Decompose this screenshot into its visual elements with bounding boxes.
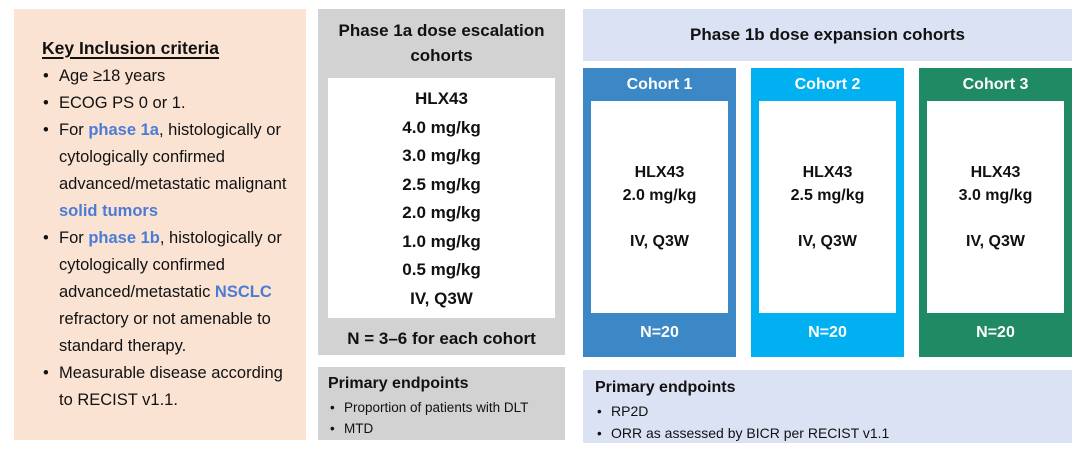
text-segment: For [59, 229, 89, 247]
cohort-2-route: IV, Q3W [798, 233, 857, 250]
endpoint-item: RP2D [595, 401, 1060, 423]
cohort-1-size: N=20 [640, 324, 679, 341]
highlighted-term: NSCLC [214, 283, 272, 301]
cohort-3-drug: HLX43 [970, 164, 1021, 181]
cohort-box-3: Cohort 3 HLX43 3.0 mg/kg IV, Q3W N=20 [919, 68, 1072, 357]
cohort-1-route: IV, Q3W [630, 233, 689, 250]
text-segment: ECOG PS 0 or 1. [59, 94, 186, 112]
cohort-3-size: N=20 [976, 324, 1015, 341]
dose-level: 2.5 mg/kg [402, 174, 481, 194]
cohort-3-label: Cohort 3 [962, 76, 1029, 93]
text-segment: refractory or not amenable to standard t… [59, 310, 271, 355]
cohort-3-route: IV, Q3W [966, 233, 1025, 250]
cohort-box-1: Cohort 1 HLX43 2.0 mg/kg IV, Q3W N=20 [583, 68, 736, 357]
phase1b-endpoints-list: RP2D ORR as assessed by BICR per RECIST … [595, 401, 1060, 444]
inclusion-criteria-panel: Key Inclusion criteria Age ≥18 years ECO… [14, 9, 306, 440]
dose-level: 0.5 mg/kg [402, 260, 481, 279]
cohort-3-dose: 3.0 mg/kg [958, 187, 1033, 204]
inclusion-bullet-ecog: ECOG PS 0 or 1. [42, 90, 294, 117]
dose-level: 1.0 mg/kg [402, 231, 481, 251]
phase1a-endpoints-title: Primary endpoints [328, 375, 469, 392]
cohort-2-label: Cohort 2 [794, 76, 861, 93]
cohort-1-body: HLX43 2.0 mg/kg IV, Q3W [591, 101, 728, 313]
cohort-1-drug: HLX43 [634, 164, 685, 181]
endpoint-item: MTD [328, 418, 557, 439]
phase1a-route: IV, Q3W [410, 288, 473, 308]
phase1a-endpoints-panel: Primary endpoints Proportion of patients… [318, 367, 565, 440]
cohort-2-dose: 2.5 mg/kg [790, 187, 865, 204]
phase1a-drug-name: HLX43 [415, 89, 468, 108]
text-segment: , histologically or cytologically confir… [59, 121, 287, 193]
text-segment: , histologically or cytologically confir… [59, 229, 282, 301]
dose-level: 3.0 mg/kg [402, 146, 481, 165]
inclusion-bullet-age: Age ≥18 years [42, 63, 294, 90]
cohort-1-label: Cohort 1 [626, 76, 693, 93]
phase1b-header: Phase 1b dose expansion cohorts [583, 9, 1072, 61]
highlighted-term: solid tumors [59, 202, 159, 220]
cohort-2-size: N=20 [808, 324, 847, 341]
phase1a-header: Phase 1a dose escalation cohorts [338, 21, 545, 65]
phase1b-endpoints-panel: Primary endpoints RP2D ORR as assessed b… [583, 370, 1072, 443]
highlighted-term: phase 1b [88, 229, 160, 247]
phase1a-cohort-size: N = 3–6 for each cohort [347, 329, 536, 348]
dose-level: 4.0 mg/kg [402, 117, 481, 137]
inclusion-list: Age ≥18 years ECOG PS 0 or 1. For phase … [42, 63, 294, 414]
text-segment: Measurable disease according to RECIST v… [59, 364, 283, 409]
cohort-box-2: Cohort 2 HLX43 2.5 mg/kg IV, Q3W N=20 [751, 68, 904, 357]
inclusion-bullet-measurable: Measurable disease according to RECIST v… [42, 360, 294, 414]
phase1b-endpoints-title: Primary endpoints [595, 379, 736, 396]
cohort-2-body: HLX43 2.5 mg/kg IV, Q3W [759, 101, 896, 313]
dose-level: 2.0 mg/kg [402, 203, 481, 222]
phase1a-dose-box: HLX43 4.0 mg/kg 3.0 mg/kg 2.5 mg/kg 2.0 … [328, 78, 555, 318]
cohort-1-dose: 2.0 mg/kg [622, 187, 697, 204]
spacer [591, 207, 728, 230]
text-segment: For [59, 121, 89, 139]
inclusion-bullet-phase1a: For phase 1a, histologically or cytologi… [42, 117, 294, 225]
phase1a-panel: Phase 1a dose escalation cohorts HLX43 4… [318, 9, 565, 355]
spacer [759, 207, 896, 230]
phase1a-endpoints-list: Proportion of patients with DLT MTD [328, 397, 557, 439]
inclusion-title: Key Inclusion criteria [42, 38, 220, 58]
text-segment: Age ≥18 years [59, 67, 166, 85]
endpoint-item: Proportion of patients with DLT [328, 397, 557, 418]
cohort-3-body: HLX43 3.0 mg/kg IV, Q3W [927, 101, 1064, 313]
endpoint-item: ORR as assessed by BICR per RECIST v1.1 [595, 423, 1060, 445]
spacer [927, 207, 1064, 230]
cohort-2-drug: HLX43 [802, 164, 853, 181]
inclusion-bullet-phase1b: For phase 1b, histologically or cytologi… [42, 225, 294, 360]
phase1b-cohorts-row: Cohort 1 HLX43 2.0 mg/kg IV, Q3W N=20 Co… [583, 68, 1072, 357]
highlighted-term: phase 1a [88, 121, 159, 139]
